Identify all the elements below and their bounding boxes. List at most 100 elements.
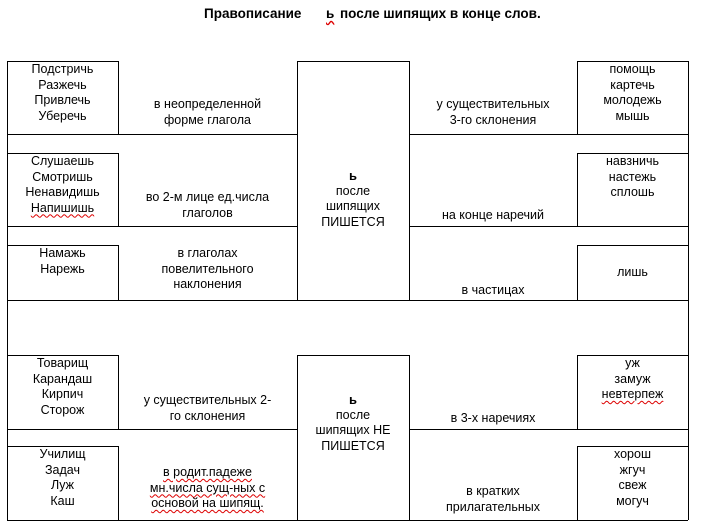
center-line: после [335,407,371,422]
center-line: ПИШЕТСЯ [321,438,385,453]
word-list: Училищ Задач Луж Каш [7,447,118,509]
word: хорош [614,447,651,461]
word: навзничь [606,154,659,168]
grid-line [7,226,297,227]
grid-line [7,134,297,135]
rule-line: на конце наречий [441,208,545,222]
word-list: Подстричь Разжечь Привлечь Уберечь [7,62,118,124]
word: Луж [50,478,75,492]
word-list: навзничь настежь сплошь [577,154,688,201]
grid-line [118,61,119,134]
rule-line: наклонения [173,277,242,291]
rule-line: повелительного [161,261,254,276]
grid-line [409,429,688,430]
word: Каш [50,493,75,508]
title-part1: Правописание [204,6,302,21]
word-list: хорош жгуч свеж могуч [577,447,688,509]
grid-line [118,245,119,300]
grid-line [118,355,119,429]
rule-line: основой на шипящ. [151,496,264,510]
word: могуч [616,493,649,508]
rule-text: в неопределенной форме глагола [118,97,297,128]
word-list: уж замуж невтерпеж [577,356,688,403]
rule-line: у существительных [436,97,550,111]
word: помощь [609,62,656,76]
rule-line: прилагательных [446,499,540,514]
word: Сторож [40,402,85,417]
rule-line: в частицах [461,283,525,297]
grid-line [118,153,119,226]
grid-line [577,355,688,356]
rule-line: 3-го склонения [449,112,537,127]
title-soft-sign: ь [326,6,335,21]
rule-text: в частицах [409,283,577,299]
word: Задач [45,462,80,477]
center-line: шипящих [325,199,381,213]
word: Карандаш [32,371,93,386]
grid-line [7,61,8,520]
grid-line [577,245,688,246]
title-part2: после шипящих в конце слов. [340,6,541,21]
word: картечь [610,77,655,92]
grid-line [688,61,689,520]
grid-line [577,245,578,300]
word: жгуч [619,462,646,477]
word: Намажь [39,246,86,260]
soft-sign: ь [349,392,357,407]
word-list: Слушаешь Смотришь Ненавидишь Напишишь [7,154,118,216]
word: Кирпич [41,387,84,401]
grid-line [297,355,409,356]
word: лишь [617,265,648,279]
grid-line [409,134,688,135]
word: невтерпеж [601,387,664,401]
grid-line [7,446,118,447]
word: Ненавидишь [25,185,100,199]
grid-line [577,153,578,226]
grid-line [7,245,118,246]
grid-line [409,226,688,227]
word: Уберечь [38,108,87,123]
grid-line [7,355,118,356]
word: Привлечь [34,93,91,107]
word: Разжечь [38,77,87,92]
word-list: помощь картечь молодежь мышь [577,62,688,124]
word: уж [625,356,640,370]
word: Училищ [39,447,86,461]
word-list: лишь [577,265,688,281]
word: Нарежь [40,261,85,276]
rule-text: в родит.падеже мн.числа сущ-ных с осново… [118,465,297,512]
rule-line: у существительных 2- [143,393,272,407]
grid-line [409,355,410,520]
grid-line [118,446,119,520]
rule-text: у существительных 3-го склонения [409,97,577,128]
center-line: ПИШЕТСЯ [321,214,385,229]
word: Слушаешь [30,154,95,168]
grid-line [297,61,409,62]
word: Напишишь [30,200,95,215]
rule-text: в глаголах повелительного наклонения [118,246,297,293]
rule-line: го склонения [169,408,246,423]
rule-line: в 3-х наречиях [450,411,536,425]
rule-text: у существительных 2- го склонения [118,393,297,424]
center-line: после [335,183,371,198]
word: настежь [608,169,657,184]
soft-sign: ь [349,168,357,183]
grid-line [577,355,578,429]
word: Товарищ [36,356,89,370]
rule-line: в родит.падеже [163,465,252,479]
rule-line: во 2-м лице ед.числа [145,190,270,204]
grid-line [577,61,578,134]
word: Смотришь [32,169,93,184]
grid-line [577,61,688,62]
rule-text: в 3-х наречиях [409,411,577,427]
rule-line: форме глагола [164,112,251,127]
word-list: Намажь Нарежь [7,246,118,277]
grid-line [577,446,578,520]
word: Подстричь [31,62,94,76]
rule-line: в глаголах [177,246,238,260]
rule-text: в кратких прилагательных [409,484,577,515]
grid-line [297,355,298,520]
grid-line [577,446,688,447]
grid-line [7,429,297,430]
word: свеж [618,478,647,492]
